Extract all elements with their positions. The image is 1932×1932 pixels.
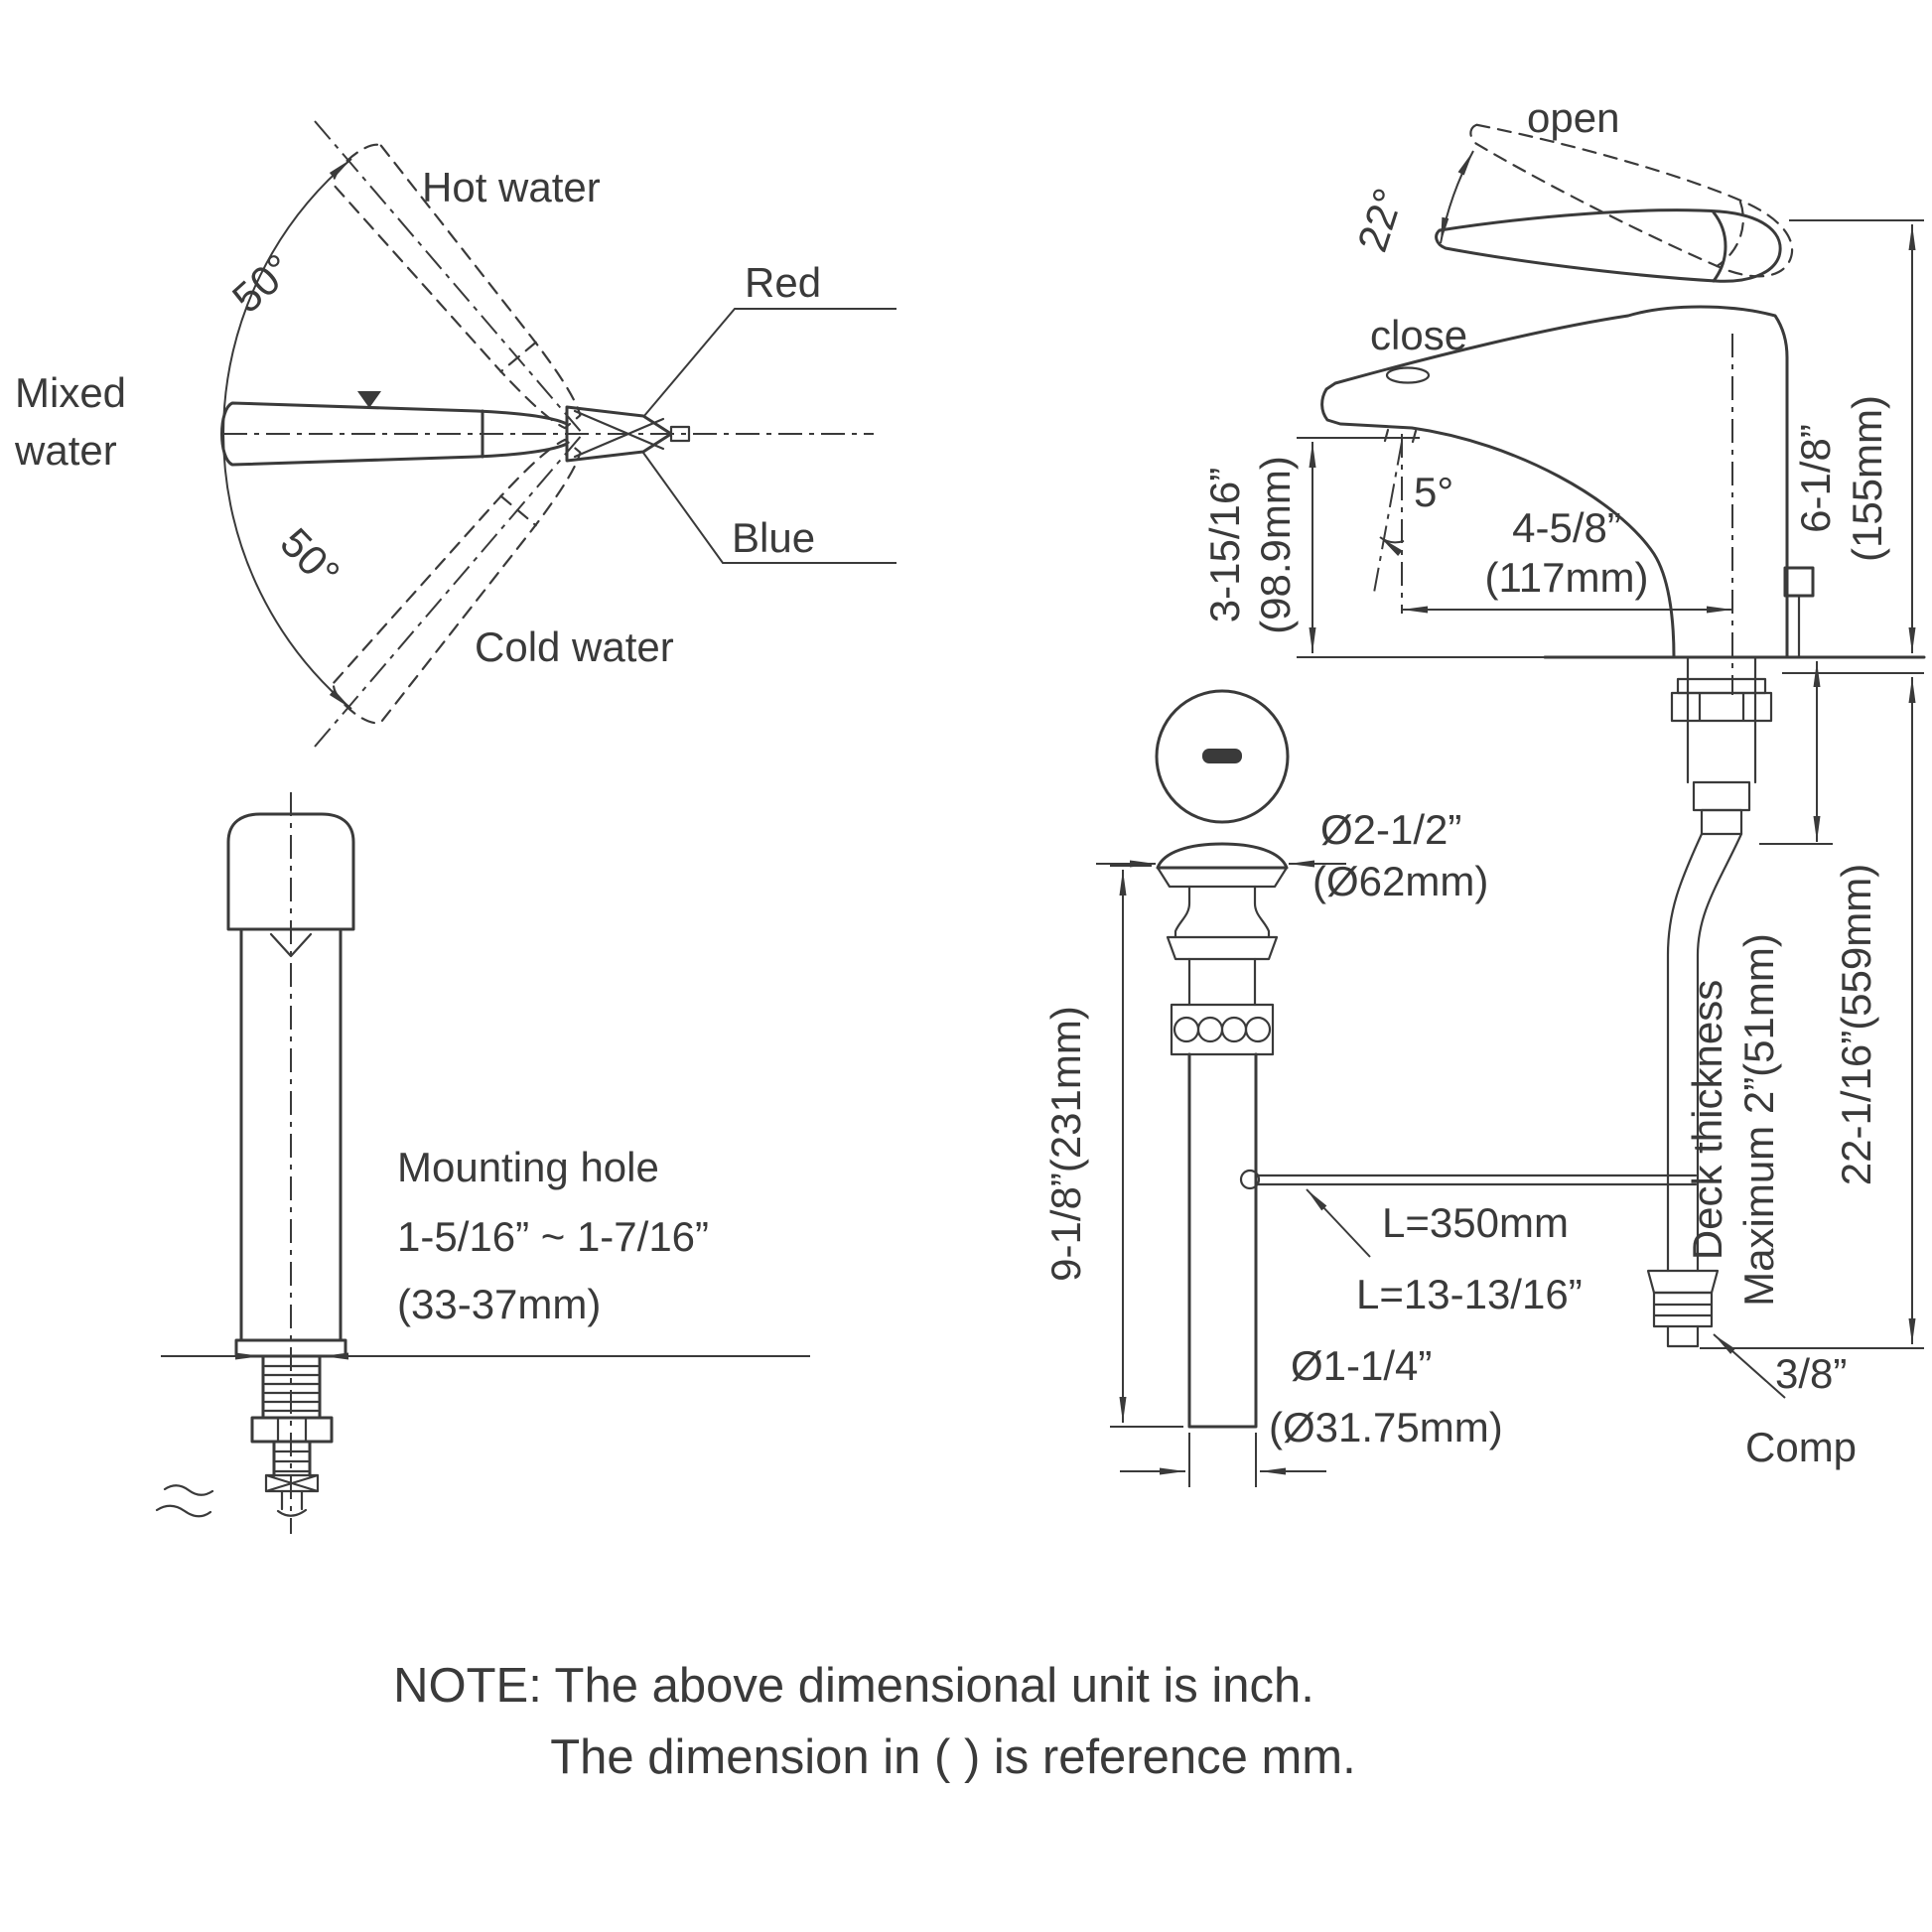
threaded-tail bbox=[272, 1440, 312, 1477]
spout-height-mm-label: (98.9mm) bbox=[1252, 456, 1299, 634]
tailpiece bbox=[1187, 1052, 1258, 1429]
red-indicator-label: Red bbox=[745, 259, 821, 306]
tailpiece-dia-mm-label: (Ø31.75mm) bbox=[1269, 1404, 1503, 1450]
drain-flange-dia-mm-label: (Ø62mm) bbox=[1312, 858, 1488, 904]
mixed-flow-arrow-icon bbox=[357, 391, 381, 408]
supply-length-label: 22-1/16”(559mm) bbox=[1833, 864, 1879, 1185]
spout-reach-in-label: 4-5/8” bbox=[1512, 504, 1621, 551]
rod-length-in-label: L=13-13/16” bbox=[1356, 1271, 1583, 1317]
tailpiece-dia-in-label: Ø1-1/4” bbox=[1291, 1342, 1432, 1389]
cold-water-label: Cold water bbox=[475, 623, 674, 670]
spout-tip-notch bbox=[269, 932, 313, 958]
note-line2: The dimension in ( ) is reference mm. bbox=[550, 1730, 1356, 1784]
handle-rotation-diagram: Hot water 50° Red Mixed water 50° Blue C… bbox=[14, 120, 897, 748]
close-label: close bbox=[1370, 312, 1467, 358]
lock-nut bbox=[250, 1416, 334, 1444]
deck-thickness-label-line1: Deck thickness bbox=[1684, 980, 1730, 1260]
note-block: NOTE: The above dimensional unit is inch… bbox=[393, 1659, 1356, 1784]
faucet-outline bbox=[1320, 305, 1789, 659]
blue-leader-line bbox=[642, 452, 897, 564]
side-view-diagram: open close 22° bbox=[1042, 94, 1926, 1487]
popup-linkage-rod bbox=[1239, 1169, 1698, 1190]
deck-thickness-label-line2: Maximum 2”(51mm) bbox=[1735, 933, 1782, 1307]
cold-swing-angle-label: 50° bbox=[271, 519, 348, 597]
front-handle-outline bbox=[226, 812, 355, 931]
drain-top-view bbox=[1155, 689, 1290, 824]
aerator-ticks bbox=[1383, 428, 1418, 444]
tailpiece-dia-ext bbox=[1188, 1433, 1257, 1487]
drain-assembly bbox=[1155, 689, 1290, 1429]
rod-length-mm-label: L=350mm bbox=[1382, 1199, 1569, 1246]
supply-hose bbox=[1666, 832, 1743, 1273]
overall-height-mm-label: (155mm) bbox=[1844, 395, 1890, 562]
open-label: open bbox=[1527, 94, 1619, 141]
supply-connection-size-label: 3/8” bbox=[1775, 1350, 1847, 1397]
mounting-hole-range-in: 1-5/16” ~ 1-7/16” bbox=[397, 1213, 709, 1260]
lever-swing-arc bbox=[1440, 150, 1474, 244]
front-view-diagram: Mounting hole 1-5/16” ~ 1-7/16” (33-37mm… bbox=[155, 792, 810, 1534]
supply-connection-type-label: Comp bbox=[1745, 1424, 1857, 1470]
slip-joint-nut bbox=[1170, 1003, 1275, 1056]
mounting-hole-label: Mounting hole bbox=[397, 1144, 659, 1190]
hot-water-label: Hot water bbox=[422, 164, 601, 210]
break-squiggles bbox=[155, 1484, 214, 1518]
stream-angle-arc bbox=[1379, 536, 1405, 556]
tailpiece-length-label: 9-1/8”(231mm) bbox=[1042, 1006, 1089, 1282]
spout-height-in-label: 3-15/16” bbox=[1201, 468, 1248, 622]
hot-swing-angle-label: 50° bbox=[223, 245, 302, 322]
swing-arc bbox=[222, 158, 352, 710]
spout-angle-label: 5° bbox=[1414, 469, 1453, 515]
drain-flange-dia-in-label: Ø2-1/2” bbox=[1320, 806, 1461, 853]
spout-reach-mm-label: (117mm) bbox=[1485, 554, 1649, 601]
note-line1: NOTE: The above dimensional unit is inch… bbox=[393, 1659, 1314, 1713]
handle-cap bbox=[565, 405, 691, 463]
mounting-shank bbox=[261, 1354, 322, 1420]
lever-open-dashed bbox=[1454, 103, 1805, 291]
stream-tilted-line bbox=[1373, 441, 1403, 594]
hot-centerline bbox=[314, 120, 584, 435]
drain-slot bbox=[1202, 749, 1242, 763]
supply-stub bbox=[264, 1473, 320, 1517]
rod-length-leader bbox=[1306, 1188, 1371, 1258]
lift-rod-knob bbox=[1783, 566, 1815, 659]
cold-centerline bbox=[314, 433, 584, 748]
handle-open-angle-label: 22° bbox=[1348, 183, 1412, 257]
blue-indicator-label: Blue bbox=[732, 514, 815, 561]
spout-top-port bbox=[1385, 366, 1431, 384]
mounting-hardware bbox=[1670, 655, 1773, 836]
supply-connection-leader bbox=[1713, 1333, 1786, 1399]
front-body-outline bbox=[239, 927, 343, 1342]
drain-flange-dome bbox=[1156, 842, 1289, 870]
mounting-hole-range-mm: (33-37mm) bbox=[397, 1281, 601, 1327]
handle-grip-cold-dashed bbox=[326, 425, 598, 732]
mixed-water-label-line2: water bbox=[14, 427, 117, 474]
mixed-water-label-line1: Mixed bbox=[15, 369, 126, 416]
compression-fitting bbox=[1646, 1269, 1720, 1348]
red-leader-line bbox=[642, 308, 897, 418]
overall-height-in-label: 6-1/8” bbox=[1792, 424, 1839, 533]
